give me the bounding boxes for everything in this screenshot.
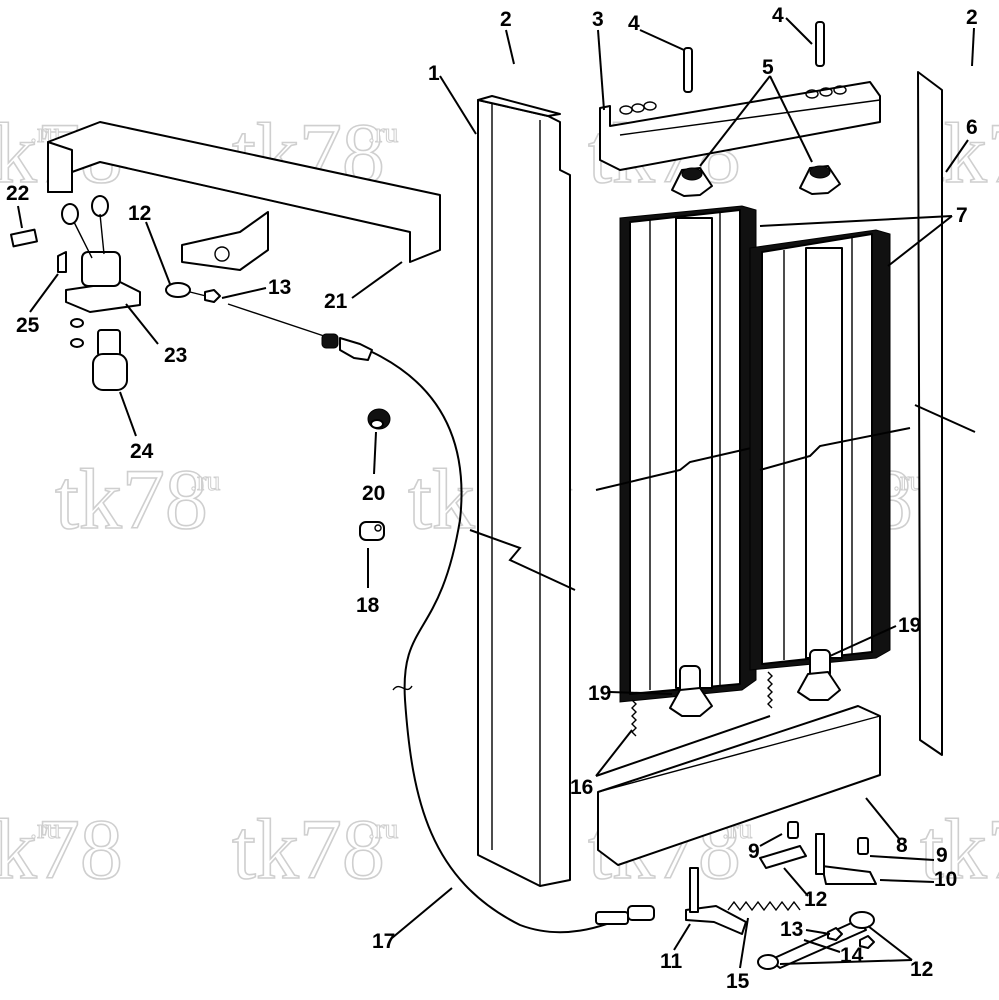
callout-17: 17	[372, 930, 395, 953]
callout-12: 12	[804, 888, 827, 911]
top-bracket	[599, 81, 881, 171]
actuator-assembly	[10, 195, 221, 391]
lower-bar	[597, 705, 881, 866]
watermark-text: tk78	[232, 801, 385, 897]
callout-12: 12	[128, 202, 151, 225]
watermark-text: tk78	[55, 451, 208, 547]
watermark-text: tk78	[920, 801, 999, 897]
callout-19: 19	[898, 614, 921, 637]
lower-knobs	[669, 649, 841, 717]
callout-21: 21	[324, 290, 348, 313]
watermark-text: tk78	[0, 801, 123, 897]
callout-25: 25	[16, 314, 40, 337]
callout-11: 11	[660, 950, 683, 973]
callout-2: 2	[500, 8, 512, 31]
callout-23: 23	[164, 344, 187, 367]
callout-19: 19	[588, 682, 611, 705]
upper-knobs	[671, 165, 841, 197]
mounting-bracket	[47, 121, 441, 271]
callout-9: 9	[748, 840, 760, 863]
callout-20: 20	[362, 482, 385, 505]
callout-5: 5	[762, 56, 774, 79]
watermark-suffix: .ru	[190, 466, 220, 497]
shutter-vanes	[595, 205, 911, 703]
callout-16: 16	[570, 776, 593, 799]
small-fittings	[359, 408, 391, 541]
callout-3: 3	[592, 8, 604, 31]
right-side-strip	[914, 71, 976, 756]
callout-13: 13	[268, 276, 291, 299]
watermark-suffix: .ru	[368, 118, 398, 149]
control-cable	[227, 303, 655, 934]
callout-14: 14	[840, 944, 864, 967]
callout-12: 12	[910, 958, 933, 981]
watermark-suffix: .ru	[30, 814, 60, 845]
callout-4: 4	[628, 12, 640, 35]
callout-13: 13	[780, 918, 803, 941]
callout-15: 15	[726, 970, 750, 993]
callout-labels: 1 2 2 3 4 4 5 6 7 8 9 9 10 11 12 12 12 1…	[6, 4, 978, 993]
callout-8: 8	[896, 834, 908, 857]
left-side-channel	[469, 95, 576, 887]
pivot-pins	[683, 21, 825, 93]
callout-2: 2	[966, 6, 978, 29]
return-springs	[631, 671, 773, 737]
callout-4: 4	[772, 4, 784, 27]
callout-6: 6	[966, 116, 978, 139]
callout-18: 18	[356, 594, 380, 617]
callout-9: 9	[936, 844, 948, 867]
watermark-suffix: .ru	[368, 814, 398, 845]
leader-lines	[17, 17, 975, 969]
callout-1: 1	[428, 62, 440, 85]
callout-24: 24	[130, 440, 154, 463]
callout-22: 22	[6, 182, 29, 205]
callout-7: 7	[956, 204, 968, 227]
callout-10: 10	[934, 868, 957, 891]
